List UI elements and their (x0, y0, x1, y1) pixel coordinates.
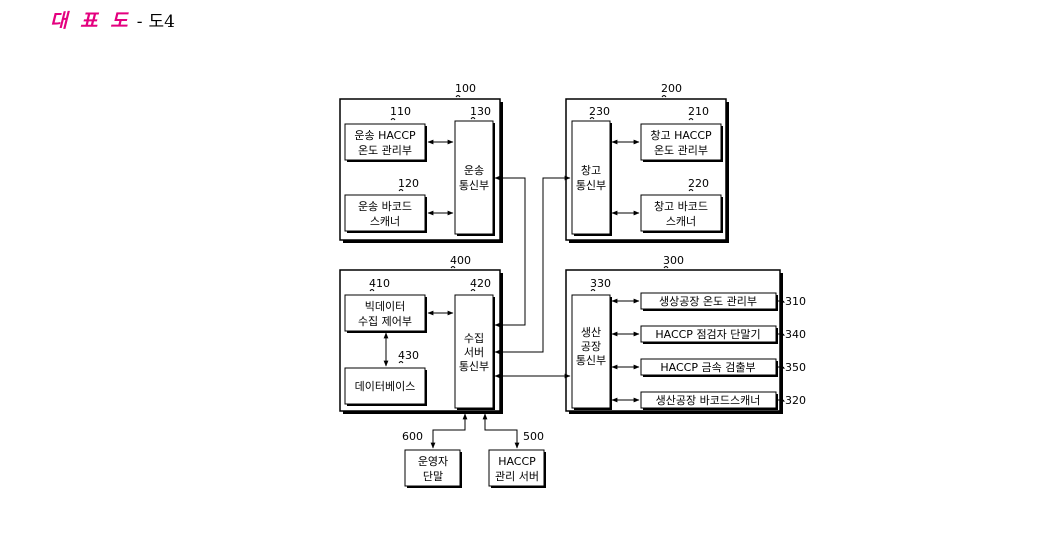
ref-320: 320 (785, 394, 806, 407)
ref-600: 600 (402, 430, 423, 443)
svg-text:통신부: 통신부 (576, 354, 606, 367)
svg-text:생산공장 바코드스캐너: 생산공장 바코드스캐너 (656, 394, 761, 407)
ref-430: 430 (398, 349, 419, 362)
ref-120: 120 (398, 177, 419, 190)
ref-230: 230 (589, 105, 610, 118)
svg-text:운송: 운송 (464, 164, 484, 177)
ref-330: 330 (590, 277, 611, 290)
svg-text:스캐너: 스캐너 (370, 215, 400, 228)
ref-200: 200 (661, 82, 682, 95)
svg-text:생상공장 온도 관리부: 생상공장 온도 관리부 (659, 295, 757, 308)
svg-text:공장: 공장 (581, 340, 601, 353)
ref-300: 300 (663, 254, 684, 267)
svg-text:온도 관리부: 온도 관리부 (654, 144, 708, 157)
ref-340: 340 (785, 328, 806, 341)
svg-text:스캐너: 스캐너 (666, 215, 696, 228)
svg-text:통신부: 통신부 (459, 360, 489, 373)
block-130: 130 운송 통신부 (455, 105, 495, 236)
svg-text:수집 제어부: 수집 제어부 (358, 315, 412, 328)
block-230: 230 창고 통신부 (572, 105, 612, 236)
ref-350: 350 (785, 361, 806, 374)
ref-130: 130 (470, 105, 491, 118)
svg-text:생산: 생산 (581, 326, 601, 339)
block-600: 600 운영자 단말 (402, 430, 462, 488)
svg-text:서버: 서버 (464, 346, 484, 359)
ref-210: 210 (688, 105, 709, 118)
ref-500: 500 (523, 430, 544, 443)
svg-text:HACCP 점검자 단말기: HACCP 점검자 단말기 (655, 328, 760, 341)
svg-text:관리 서버: 관리 서버 (495, 470, 539, 483)
link-420-230 (495, 178, 570, 352)
ref-310: 310 (785, 295, 806, 308)
svg-text:온도 관리부: 온도 관리부 (358, 144, 412, 157)
ref-220: 220 (688, 177, 709, 190)
svg-text:빅데이터: 빅데이터 (365, 300, 405, 313)
link-420-500 (485, 414, 517, 448)
ref-410: 410 (369, 277, 390, 290)
svg-text:창고 HACCP: 창고 HACCP (650, 129, 712, 142)
svg-text:창고 바코드: 창고 바코드 (654, 200, 708, 213)
svg-text:운송 바코드: 운송 바코드 (358, 200, 412, 213)
svg-text:통신부: 통신부 (576, 179, 606, 192)
block-420: 420 수집 서버 통신부 (455, 277, 495, 410)
svg-text:운송 HACCP: 운송 HACCP (354, 129, 416, 142)
block-330: 330 생산 공장 통신부 (572, 277, 612, 410)
svg-text:단말: 단말 (423, 470, 443, 483)
svg-text:통신부: 통신부 (459, 179, 489, 192)
ref-110: 110 (390, 105, 411, 118)
ref-400: 400 (450, 254, 471, 267)
svg-text:데이터베이스: 데이터베이스 (355, 380, 416, 393)
svg-text:수집: 수집 (464, 332, 484, 345)
svg-text:HACCP 금속 검출부: HACCP 금속 검출부 (660, 361, 755, 374)
link-420-600 (433, 414, 465, 448)
ref-100: 100 (455, 82, 476, 95)
svg-text:HACCP: HACCP (498, 455, 536, 468)
svg-text:운영자: 운영자 (418, 455, 448, 468)
svg-text:창고: 창고 (581, 164, 601, 177)
ref-420: 420 (470, 277, 491, 290)
